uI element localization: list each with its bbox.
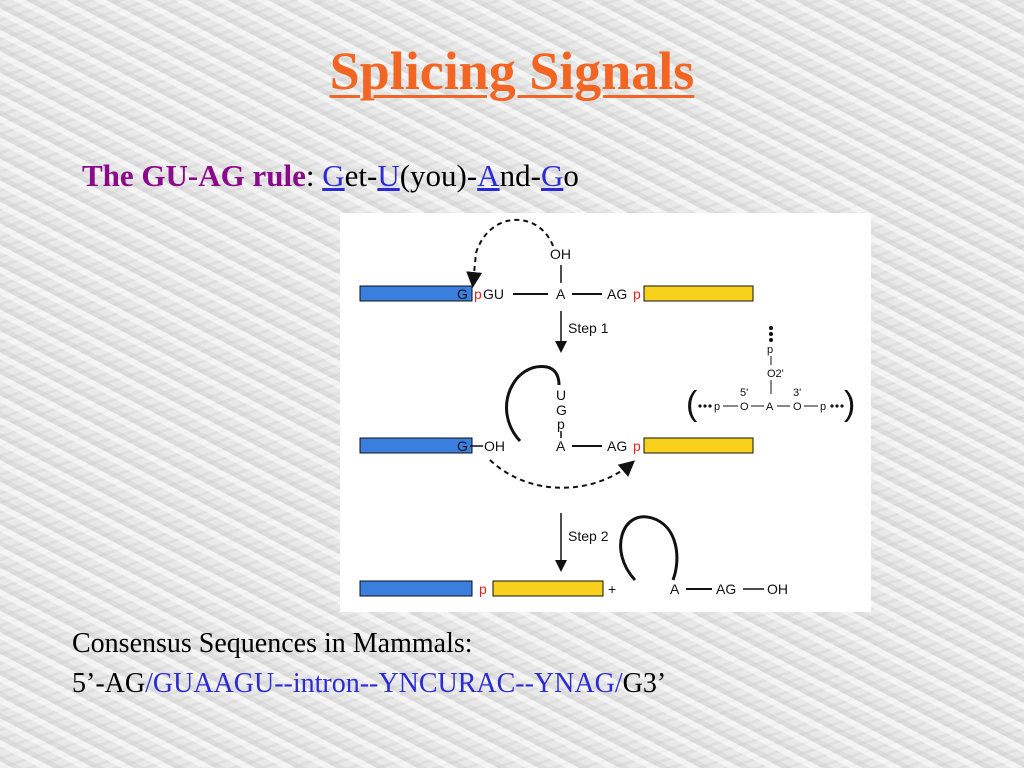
row2-g1: G: [457, 438, 468, 454]
inset-paren-right: ): [844, 385, 855, 423]
step2-label: Step 2: [568, 528, 609, 544]
row3-p: p: [479, 581, 487, 597]
consensus-heading: Consensus Sequences in Mammals:: [72, 628, 473, 659]
splicing-diagram-svg: G p GU OH A AG p Step 1 U G p G O: [359, 218, 855, 597]
rule-word-et: et-: [344, 158, 378, 193]
step1-label: Step 1: [568, 320, 609, 336]
row1-exon1: [359, 285, 473, 302]
row2-attack-arrow: [489, 459, 636, 489]
consensus-sequences: Consensus Sequences in Mammals: 5’-AG/GU…: [72, 624, 666, 704]
row1-g: G: [457, 286, 468, 302]
inset-p-left: p: [714, 401, 720, 413]
row2-p: p: [557, 416, 565, 432]
inset-paren-left: (: [686, 385, 698, 423]
row2-oh: OH: [484, 438, 505, 454]
inset-o2: O2': [767, 368, 784, 380]
row1-oh: OH: [550, 246, 571, 262]
row2-a: A: [556, 438, 566, 454]
step2: Step 2: [555, 513, 609, 572]
slide-title: Splicing Signals: [0, 40, 1024, 102]
row2-g: G: [556, 402, 567, 418]
branch-linkage-inset: p O2' ( p 5' O A 3' O p ): [686, 326, 855, 423]
gu-ag-rule: The GU-AG rule: Get-U(you)-And-Go: [82, 158, 579, 194]
rule-letter-g: G: [322, 158, 345, 193]
inset-p-right: p: [820, 401, 826, 413]
row3-oh: OH: [767, 581, 788, 597]
rule-letter-g2: G: [540, 158, 564, 193]
row3-plus: +: [608, 581, 616, 597]
row1-gu: GU: [483, 286, 504, 302]
row3-exon2: [492, 580, 604, 597]
row1-p2: p: [633, 286, 641, 302]
splicing-diagram: G p GU OH A AG p Step 1 U G p G O: [340, 213, 871, 612]
inset-a: A: [766, 401, 774, 413]
slide-title-text: Splicing Signals: [329, 41, 695, 101]
row2-u: U: [556, 387, 566, 403]
consensus-intron: /GUAAGU--intron--YNCURAC--YNAG/: [145, 668, 623, 699]
rule-colon: :: [305, 158, 323, 193]
rule-word-o: o: [563, 158, 579, 193]
row1-a: A: [556, 286, 566, 302]
rule-letter-a: A: [477, 158, 500, 193]
row3: p + A AG OH: [359, 515, 788, 597]
rule-word-nd: nd-: [499, 158, 541, 193]
inset-o-left: O: [740, 401, 749, 413]
row3-ag: AG: [716, 581, 736, 597]
consensus-sequence: 5’-AG/GUAAGU--intron--YNCURAC--YNAG/G3’: [72, 664, 666, 704]
consensus-prefix: 5’-AG: [72, 668, 146, 699]
row2: U G p G OH A AG p: [359, 365, 754, 489]
row3-a: A: [670, 581, 680, 597]
rule-word-you: (you)-: [399, 158, 478, 193]
row3-lariat: [619, 515, 679, 582]
row3-exon1: [359, 580, 473, 597]
row2-p2: p: [633, 438, 641, 454]
row2-ag: AG: [607, 438, 627, 454]
row1: G p GU OH A AG p: [359, 218, 754, 302]
row2-exon1: [359, 437, 473, 454]
consensus-suffix: G3’: [622, 668, 667, 699]
inset-five: 5': [740, 387, 748, 399]
row2-lariat: [505, 365, 561, 443]
row2-exon2: [643, 437, 754, 454]
inset-o-right: O: [793, 401, 802, 413]
rule-letter-u: U: [377, 158, 400, 193]
row1-attack-arrow: [466, 218, 554, 288]
row1-ag: AG: [607, 286, 627, 302]
inset-three: 3': [793, 387, 801, 399]
row1-exon2: [643, 285, 754, 302]
step1: Step 1: [555, 311, 609, 353]
row1-p: p: [474, 286, 482, 302]
rule-lead: The GU-AG rule: [82, 158, 306, 193]
inset-p-top: p: [767, 344, 773, 356]
